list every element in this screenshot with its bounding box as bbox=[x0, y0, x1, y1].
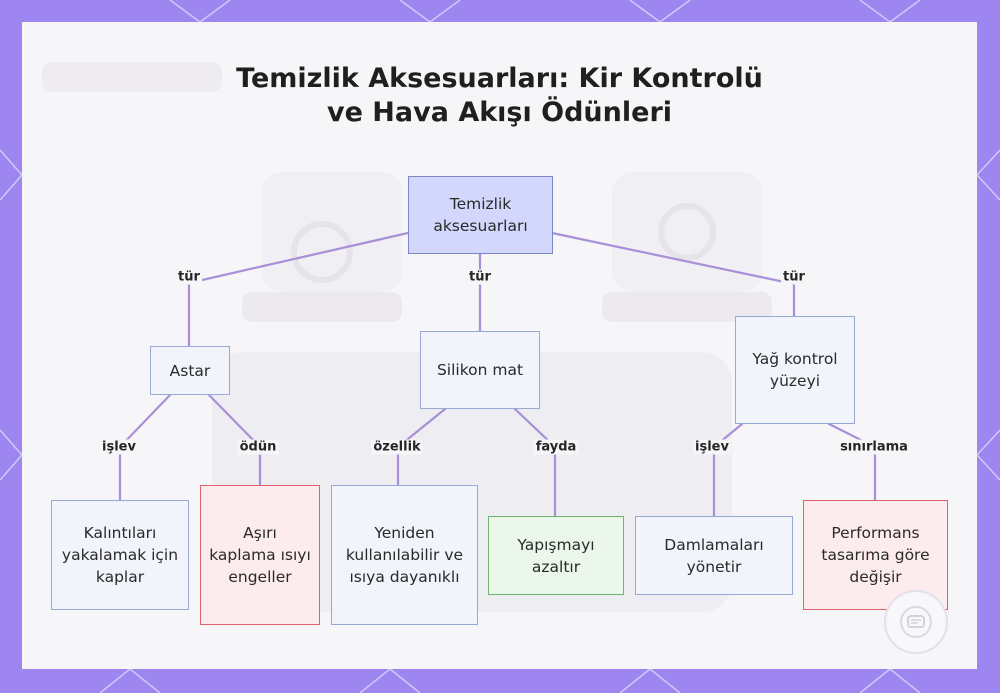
title-line-1: Temizlik Aksesuarları: Kir Kontrolü bbox=[236, 63, 763, 94]
edge-label-tur-left: tür bbox=[176, 269, 202, 285]
edge-label-tur-right: tür bbox=[781, 269, 807, 285]
edge-mat-stick bbox=[513, 407, 557, 518]
page-title: Temizlik Aksesuarları: Kir Kontrolü ve H… bbox=[22, 62, 977, 130]
node-over-cover: Aşırı kaplama ısıyı engeller bbox=[200, 485, 320, 625]
node-catch-residue: Kalıntıları yakalamak için kaplar bbox=[51, 500, 189, 610]
node-reduce-stick: Yapışmayı azaltır bbox=[488, 516, 624, 595]
edge-label-sinirlama: sınırlama bbox=[838, 439, 910, 455]
node-reusable: Yeniden kullanılabilir ve ısıya dayanıkl… bbox=[331, 485, 478, 625]
edge-root-grease bbox=[550, 231, 796, 318]
diagram-card: Temizlik Aksesuarları: Kir Kontrolü ve H… bbox=[22, 22, 977, 669]
watermark-badge bbox=[884, 590, 948, 654]
edge-label-fayda: fayda bbox=[533, 439, 579, 455]
edge-label-islev-right: işlev bbox=[693, 439, 731, 455]
node-liner: Astar bbox=[150, 346, 230, 395]
node-silicone-mat: Silikon mat bbox=[420, 331, 540, 409]
node-cleaning-accessories: Temizlik aksesuarları bbox=[408, 176, 553, 254]
edge-grease-performance bbox=[827, 422, 877, 502]
edge-root-liner bbox=[187, 231, 410, 348]
edge-label-tur-mid: tür bbox=[467, 269, 493, 285]
node-grease-surface: Yağ kontrol yüzeyi bbox=[735, 316, 855, 424]
node-manage-drips: Damlamaları yönetir bbox=[635, 516, 793, 595]
edge-label-odun: ödün bbox=[237, 439, 279, 455]
edge-label-ozellik: özellik bbox=[371, 439, 423, 455]
title-line-2: ve Hava Akışı Ödünleri bbox=[326, 97, 673, 128]
chat-bubble-icon bbox=[900, 606, 932, 638]
edge-label-islev-left: işlev bbox=[100, 439, 138, 455]
edge-grease-drips bbox=[712, 422, 744, 518]
